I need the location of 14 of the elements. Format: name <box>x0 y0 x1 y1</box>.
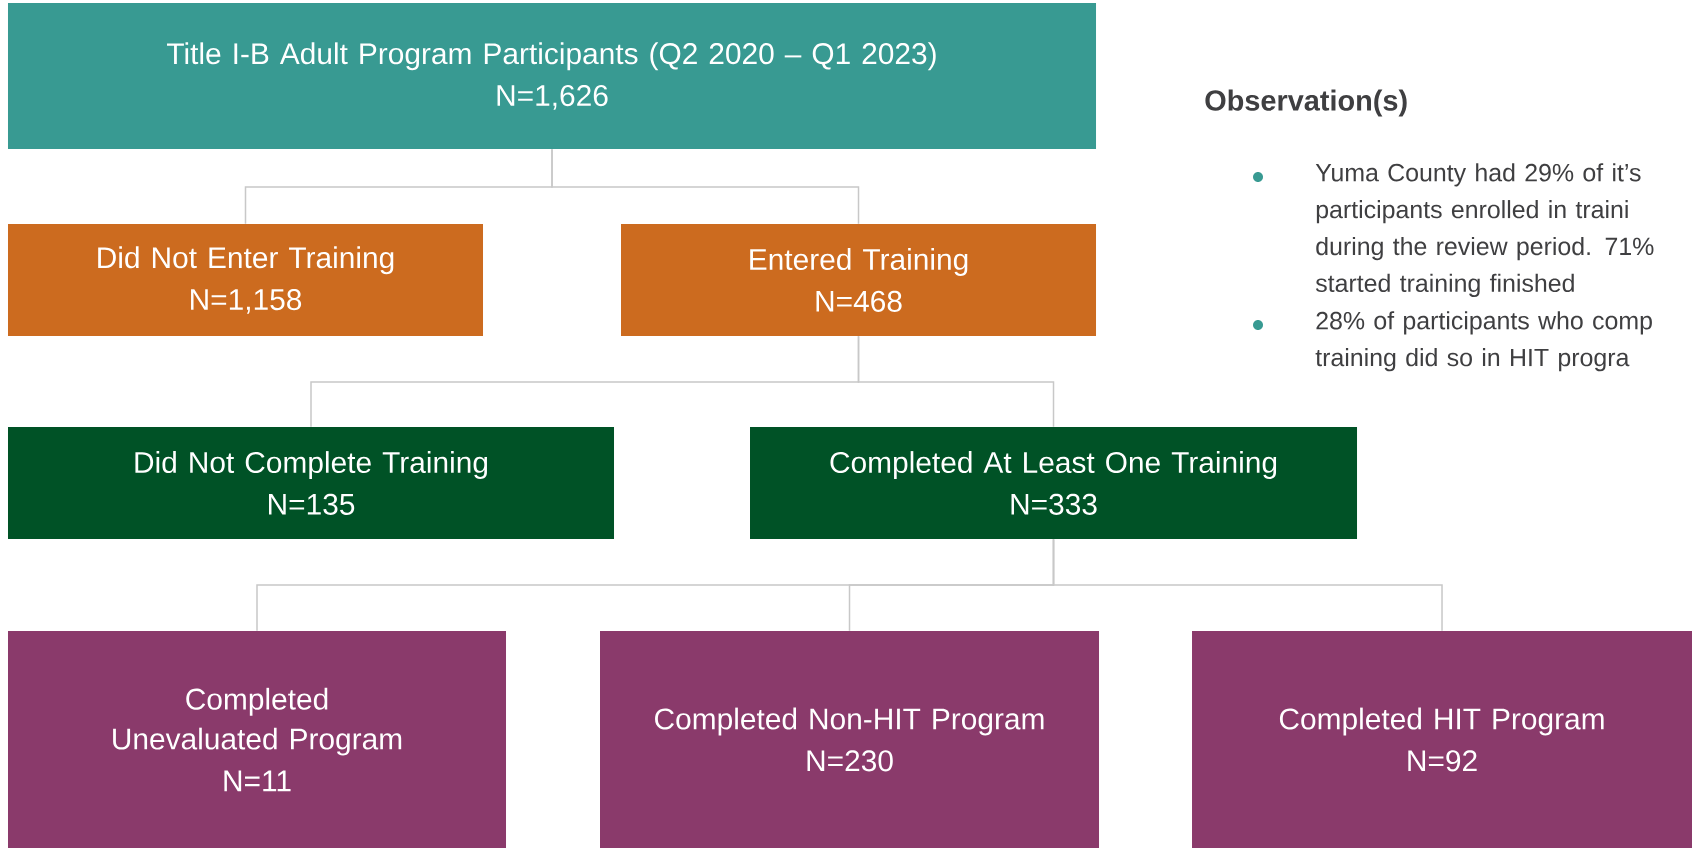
flow-box: Did Not Complete Training N=135 <box>8 427 614 539</box>
heading: Observation(s) <box>1205 89 1407 117</box>
flow-box: Completed Non-HIT Program N=230 <box>600 631 1099 848</box>
flow-box: Entered Training N=468 <box>621 224 1096 336</box>
flow-box: Did Not Enter Training N=1,158 <box>8 224 483 336</box>
connector-line <box>551 148 860 225</box>
flow-box: Completed HIT Program N=92 <box>1192 631 1692 848</box>
connector-line <box>1052 538 1443 632</box>
flow-box: Title I-B Adult Program Participants (Q2 2020 – Q1 2023) N=1,626 <box>8 3 1096 149</box>
connector-line <box>857 335 1055 428</box>
flow-box: Completed Unevaluated Program N=11 <box>8 631 506 848</box>
bullet-text: 28% of participants who comp training did so in HIT progra <box>1315 311 1652 372</box>
bullet-text: Yuma County had 29% of it’s participants enrolled in traini during the review period. 71% started training finished <box>1315 163 1654 297</box>
flow-box: Completed At Least One Training N=333 <box>750 427 1357 539</box>
